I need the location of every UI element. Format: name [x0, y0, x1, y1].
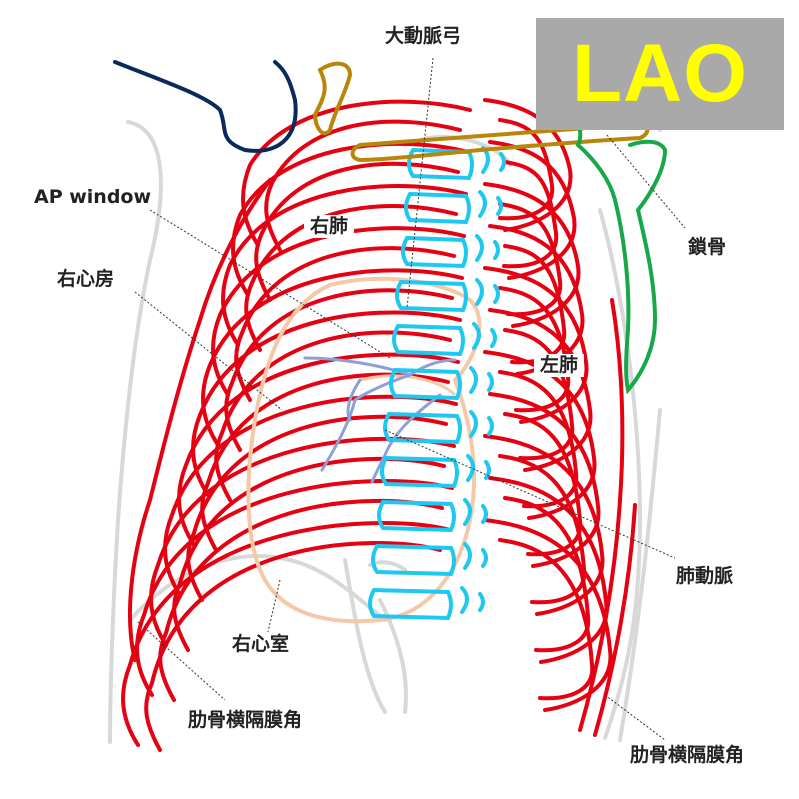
vertebra-process	[472, 322, 481, 350]
vertebra-process-edge	[478, 592, 485, 612]
vertebra-process	[466, 454, 475, 482]
left-rib	[488, 476, 609, 664]
vertebra-process-edge	[487, 372, 494, 392]
vertebra	[395, 279, 468, 313]
left-rib	[488, 140, 577, 280]
vertebra-process-edge	[490, 328, 497, 348]
left-chest-wall	[578, 298, 625, 732]
vertebra-process	[478, 190, 487, 218]
vertebra-process-edge	[493, 240, 500, 260]
heart-outline	[246, 276, 482, 624]
label-pulmonary-artery: 肺動脈	[676, 565, 734, 587]
vertebra	[389, 367, 462, 401]
vertebra	[401, 235, 468, 269]
vertebra-process	[463, 542, 472, 570]
view-label: LAO	[571, 28, 749, 119]
label-clavicle: 鎖骨	[688, 236, 727, 258]
vertebra	[383, 411, 462, 445]
vertebra-process	[475, 278, 484, 306]
vertebra-process-edge	[481, 548, 488, 568]
left-rib-inner-edge	[498, 370, 579, 509]
vertebra	[377, 499, 456, 533]
vertebra-process-edge	[487, 416, 494, 436]
right-rib	[201, 268, 464, 447]
vertebra-process-edge	[493, 284, 500, 304]
vertebra-process	[469, 366, 478, 394]
right-rib	[221, 184, 468, 347]
leader-lines	[134, 57, 686, 741]
left-rib	[488, 308, 593, 472]
label-right-lung: 右肺	[304, 215, 355, 238]
left-rib	[483, 266, 589, 424]
vertebra	[368, 587, 453, 621]
label-costophrenic-angle-right: 肋骨横隔膜角	[188, 709, 303, 731]
vertebra	[404, 191, 471, 225]
label-left-lung: 左肺	[534, 354, 585, 377]
vertebra	[407, 147, 474, 181]
vertebra-process-edge	[496, 196, 503, 216]
right-rib	[211, 226, 466, 397]
vertebra	[392, 323, 465, 357]
right-rib	[135, 478, 454, 697]
vertebra-process	[475, 234, 484, 262]
right-clavicle	[113, 60, 298, 153]
right-ribs	[121, 99, 472, 752]
vertebra	[380, 455, 459, 489]
left-rib-inner-edge	[503, 412, 583, 557]
label-costophrenic-angle-left: 肋骨横隔膜角	[630, 744, 745, 766]
left-rib	[483, 434, 605, 616]
right-rib-lower-edge	[144, 541, 442, 752]
left-rib-inner-edge	[498, 454, 587, 605]
left-rib-inner-edge	[498, 202, 563, 317]
label-right-ventricle: 右心室	[232, 633, 290, 655]
vertebra-process	[469, 410, 478, 438]
left-rib	[483, 182, 581, 328]
label-right-atrium: 右心房	[57, 268, 115, 290]
left-rib-inner-edge	[498, 118, 555, 221]
heart-inner-contour	[359, 374, 457, 397]
vertebra-process-edge	[499, 152, 506, 172]
vertebra-process-edge	[484, 460, 491, 480]
scapula	[558, 112, 668, 395]
right-rib	[191, 310, 462, 497]
vertebra-process	[460, 586, 469, 614]
right-rib	[121, 521, 452, 747]
vertebra	[371, 543, 456, 577]
left-clavicle	[312, 61, 650, 163]
right-rib	[177, 352, 460, 547]
left-rib-inner-edge	[502, 160, 559, 269]
right-rib	[241, 99, 472, 247]
vertebra-process-edge	[481, 504, 488, 524]
view-badge: LAO	[536, 18, 784, 130]
label-aortic-arch: 大動脈弓	[385, 25, 462, 47]
left-rib-inner-edge	[498, 538, 595, 701]
vertebral-column	[368, 146, 506, 621]
vertebra-process	[463, 498, 472, 526]
right-chest-wall	[128, 178, 272, 662]
label-ap-window: AP window	[34, 186, 152, 208]
left-chest-wall-outer	[593, 503, 637, 737]
right-rib	[163, 394, 458, 597]
left-rib-inner-edge	[503, 496, 591, 653]
